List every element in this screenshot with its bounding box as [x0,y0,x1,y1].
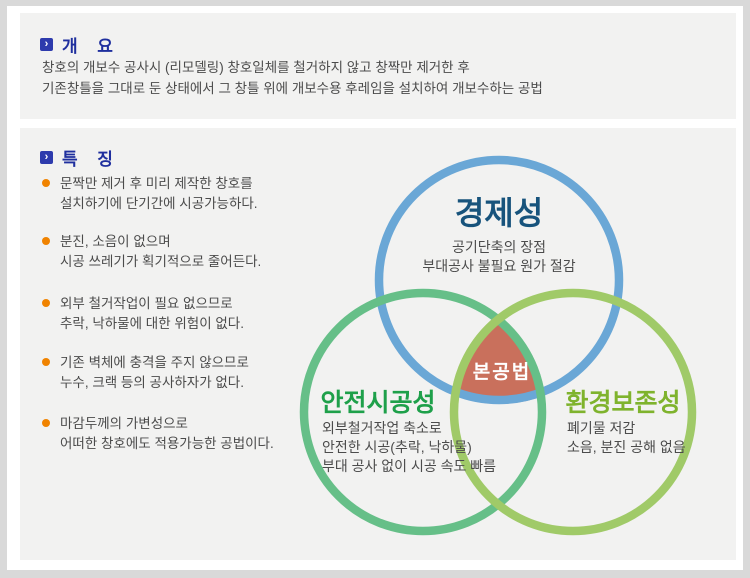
venn-environment-line: 소음, 분진 공해 없음 [567,438,686,455]
venn-circle-economy [374,155,624,405]
feature-item-line: 어떠한 창호에도 적용가능한 공법이다. [60,435,274,451]
venn-environment-title: 환경보존성 [565,389,681,417]
venn-safety-line: 부대 공사 없이 시공 속도 빠름 [322,457,497,474]
bullet-dot-icon [42,179,50,187]
venn-economy-description: 공기단축의 장점 부대공사 불필요 원가 절감 [399,238,599,276]
feature-item-line: 누수, 크랙 등의 공사하자가 없다. [60,374,244,390]
venn-center-label: 본공법 [472,362,532,383]
venn-safety-line: 안전한 시공(추락, 낙하물) [322,438,472,455]
feature-item-4: 기존 벽체에 충격을 주지 않으므로 누수, 크랙 등의 공사하자가 없다. [42,353,249,392]
overview-paragraph: 창호의 개보수 공사시 (리모델링) 창호일체를 철거하지 않고 창짝만 제거한… [42,58,543,99]
bullet-dot-icon [42,299,50,307]
overview-panel [20,13,736,119]
feature-item-line: 마감두께의 가변성으로 [60,416,188,431]
venn-safety-description: 외부철거작업 축소로 안전한 시공(추락, 낙하물) 부대 공사 없이 시공 속… [322,419,496,475]
venn-safety-title: 안전시공성 [320,389,436,417]
venn-diagram [299,155,697,536]
venn-economy-line: 공기단축의 장점 [451,239,547,255]
feature-item-3: 외부 철거작업이 필요 없으므로 추락, 낙하물에 대한 위험이 없다. [42,294,244,333]
features-title: 특징 [62,150,133,169]
venn-environment-line: 폐기물 저감 [567,420,636,436]
overview-line-1: 창호의 개보수 공사시 (리모델링) 창호일체를 철거하지 않고 창짝만 제거한… [42,60,470,75]
feature-item-line: 시공 쓰레기가 획기적으로 줄어든다. [60,253,262,269]
features-panel [20,128,736,560]
overview-line-2: 기존창틀을 그대로 둔 상태에서 그 창틀 위에 개보수용 후레임을 설치하여 … [42,80,543,96]
venn-safety-line: 외부철거작업 축소로 [322,420,442,436]
bullet-dot-icon [42,358,50,366]
feature-item-line: 추락, 낙하물에 대한 위험이 없다. [60,315,244,331]
overview-title: 개요 [62,37,133,56]
venn-center-intersection [451,314,545,404]
chevron-right-icon: › [40,151,53,164]
venn-economy-title: 경제성 [454,195,544,231]
venn-economy-line: 부대공사 불필요 원가 절감 [422,257,576,274]
feature-item-line: 분진, 소음이 없으며 [60,234,171,249]
feature-item-line: 문짝만 제거 후 미리 제작한 창호를 [60,176,253,191]
feature-item-line: 설치하기에 단기간에 시공가능하다. [60,195,258,211]
overview-header: › 개요 [40,32,132,57]
venn-circle-safety [299,288,547,536]
feature-item-line: 외부 철거작업이 필요 없으므로 [60,296,233,311]
feature-item-1: 문짝만 제거 후 미리 제작한 창호를 설치하기에 단기간에 시공가능하다. [42,174,258,213]
feature-item-line: 기존 벽체에 충격을 주지 않으므로 [60,355,249,370]
bullet-dot-icon [42,237,50,245]
feature-item-5: 마감두께의 가변성으로 어떠한 창호에도 적용가능한 공법이다. [42,414,274,453]
chevron-right-icon: › [40,38,53,51]
features-header: › 특징 [40,145,132,170]
bullet-dot-icon [42,419,50,427]
feature-item-2: 분진, 소음이 없으며 시공 쓰레기가 획기적으로 줄어든다. [42,232,261,271]
venn-circle-environment [449,288,697,536]
venn-environment-description: 폐기물 저감 소음, 분진 공해 없음 [567,419,686,457]
